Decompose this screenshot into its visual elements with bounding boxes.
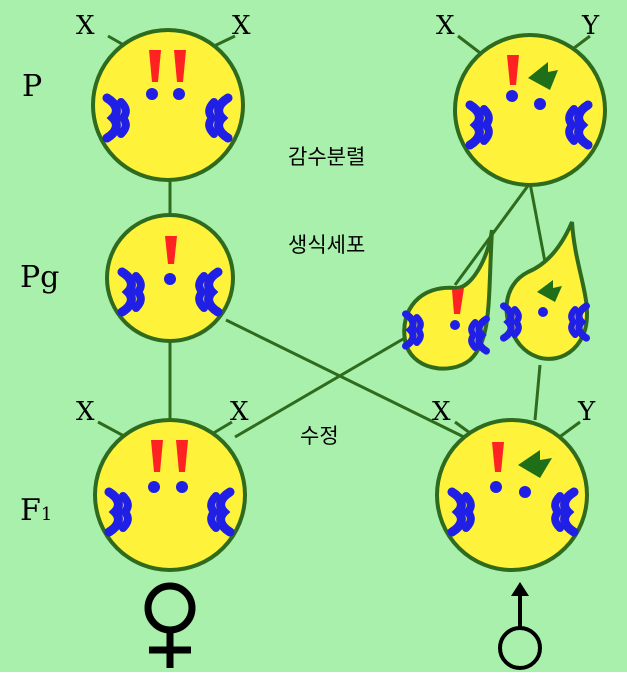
fertilization-label: 수정 xyxy=(300,424,339,448)
gen-label-p: P xyxy=(22,69,42,104)
p-male-cell xyxy=(455,35,605,185)
f1-female-right-label: X xyxy=(230,397,249,427)
f1-female-left-label: X xyxy=(76,397,95,427)
p-female-cell xyxy=(93,30,243,180)
f1-female-cell xyxy=(95,420,245,570)
p-male-right-label: Y xyxy=(581,11,600,41)
gen-label-pg: Pg xyxy=(20,260,59,295)
p-female-left-label: X xyxy=(76,11,95,41)
f1-male-left-label: X xyxy=(432,397,451,427)
meiosis-label: 감수분렬 xyxy=(288,145,365,169)
gen-label-f1-main: F xyxy=(20,493,41,528)
f1-male-cell xyxy=(437,420,587,570)
gametes-label: 생식세포 xyxy=(288,233,365,257)
f1-male-right-label: Y xyxy=(577,397,596,427)
gen-label-f1-sub: 1 xyxy=(41,504,52,525)
p-female-right-label: X xyxy=(232,11,251,41)
p-male-left-label: X xyxy=(436,11,455,41)
female-gamete-cell xyxy=(107,215,233,341)
